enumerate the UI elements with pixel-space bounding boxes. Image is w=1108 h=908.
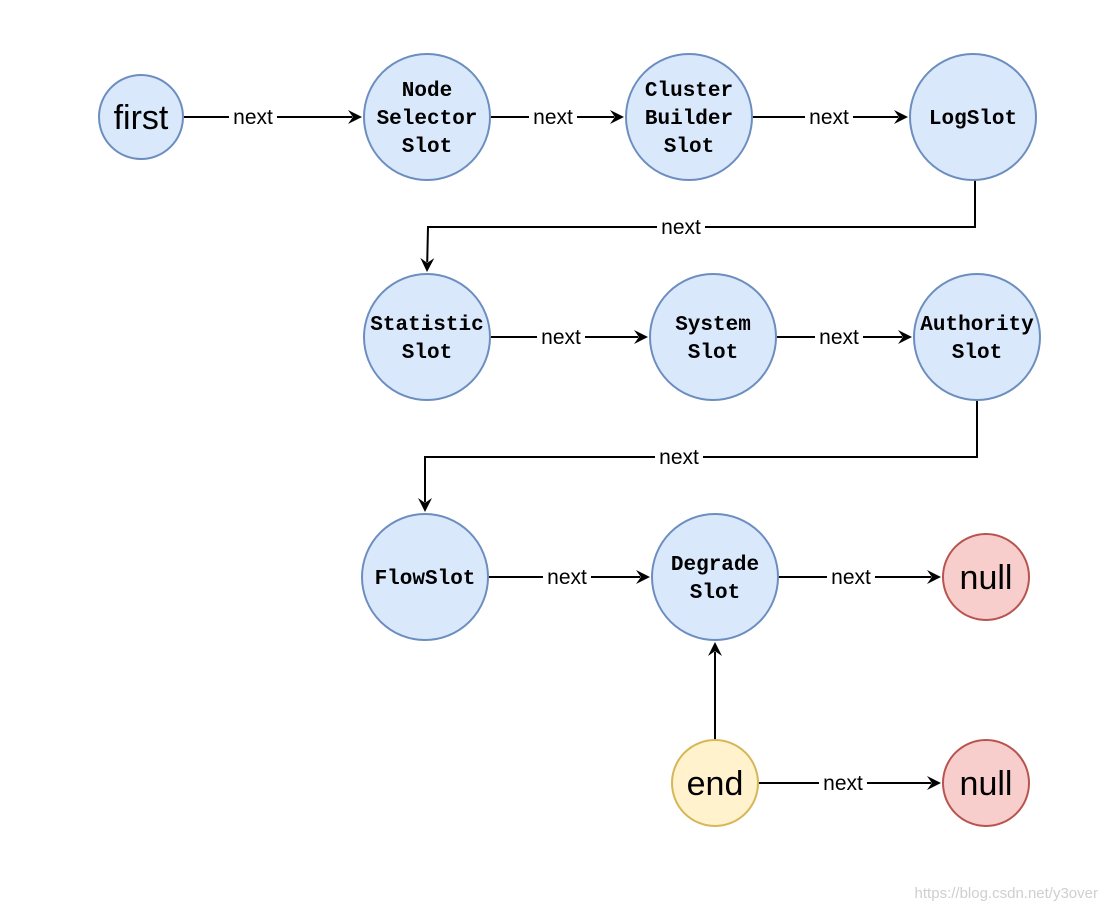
arrowhead-icon	[708, 642, 722, 656]
arrowhead-icon	[898, 330, 912, 344]
edge-label: next	[657, 215, 705, 239]
node-circle	[913, 273, 1041, 401]
node-end: end	[671, 739, 759, 827]
node-label-line: Slot	[952, 342, 1002, 365]
arrowhead-icon	[634, 330, 648, 344]
node-label-line: first	[114, 99, 169, 137]
node-label-line: Cluster	[645, 80, 733, 103]
edge-label-text: next	[547, 566, 587, 589]
edge-label: next	[537, 325, 585, 349]
edge-end-to-degrade_slot	[708, 642, 722, 740]
node-null-2: null	[942, 739, 1030, 827]
node-circle	[363, 53, 491, 181]
edge-label: next	[827, 565, 875, 589]
node-label-line: Slot	[690, 582, 740, 605]
edge-label: next	[655, 445, 703, 469]
node-log-slot: LogSlot	[909, 53, 1037, 181]
node-label-line: Slot	[402, 136, 452, 159]
edge-label-text: next	[533, 106, 573, 129]
node-label-line: Node	[402, 80, 452, 103]
node-label-line: Builder	[645, 108, 733, 131]
node-label-line: Authority	[920, 314, 1034, 337]
node-label-line: Slot	[664, 136, 714, 159]
node-label-line: end	[687, 765, 744, 803]
edge-label-background	[805, 105, 853, 129]
edge-label: next	[229, 105, 277, 129]
node-circle	[671, 739, 759, 827]
node-label-line: Selector	[377, 108, 478, 131]
node-circle	[363, 273, 491, 401]
arrowhead-icon	[894, 110, 908, 124]
edge-label-background	[655, 445, 703, 469]
node-label-line: System	[675, 314, 751, 337]
edges-layer	[184, 110, 978, 790]
node-circle	[942, 739, 1030, 827]
node-circle	[909, 53, 1037, 181]
edge-label-background	[529, 105, 577, 129]
edge-label-text: next	[819, 326, 859, 349]
edge-label: next	[543, 565, 591, 589]
node-null-1: null	[942, 533, 1030, 621]
edge-label-background	[819, 771, 867, 795]
edge-label-text: next	[541, 326, 581, 349]
edge-labels-layer: next next next next next next next next next next	[229, 105, 875, 795]
edge-label-background	[543, 565, 591, 589]
node-label-line: Degrade	[671, 554, 759, 577]
arrowhead-icon	[420, 257, 435, 272]
node-circle	[651, 513, 779, 641]
node-circle	[98, 74, 184, 160]
edge-label: next	[529, 105, 577, 129]
arrowhead-icon	[610, 110, 624, 124]
node-circle	[649, 273, 777, 401]
nodes-layer: firstNodeSelectorSlotClusterBuilderSlotL…	[98, 53, 1041, 827]
node-flow-slot: FlowSlot	[361, 513, 489, 641]
edge-label-background	[229, 105, 277, 129]
edge-label-background	[815, 325, 863, 349]
edge-label-text: next	[823, 772, 863, 795]
edge-label: next	[815, 325, 863, 349]
node-circle	[942, 533, 1030, 621]
arrowhead-icon	[927, 776, 941, 790]
node-circle	[361, 513, 489, 641]
edge-label-text: next	[831, 566, 871, 589]
edge-label: next	[819, 771, 867, 795]
edge-label-text: next	[233, 106, 273, 129]
node-label-line: Slot	[402, 342, 452, 365]
arrowhead-icon	[418, 498, 432, 512]
node-circle	[625, 53, 753, 181]
edge-label: next	[805, 105, 853, 129]
edge-label-background	[537, 325, 585, 349]
arrowhead-icon	[636, 570, 650, 584]
node-first: first	[98, 74, 184, 160]
node-label-line: Statistic	[370, 314, 483, 337]
node-label-line: FlowSlot	[375, 568, 476, 591]
node-label-line: Slot	[688, 342, 738, 365]
edge-label-text: next	[661, 216, 701, 239]
edge-label-background	[827, 565, 875, 589]
node-label-line: null	[960, 559, 1013, 597]
node-label-line: LogSlot	[929, 108, 1017, 131]
arrowhead-icon	[348, 110, 362, 124]
watermark-text: https://blog.csdn.net/y3over	[914, 885, 1098, 902]
edge-label-text: next	[809, 106, 849, 129]
edge-label-text: next	[659, 446, 699, 469]
node-label-line: null	[960, 765, 1013, 803]
edge-label-background	[657, 215, 705, 239]
arrowhead-icon	[927, 570, 941, 584]
